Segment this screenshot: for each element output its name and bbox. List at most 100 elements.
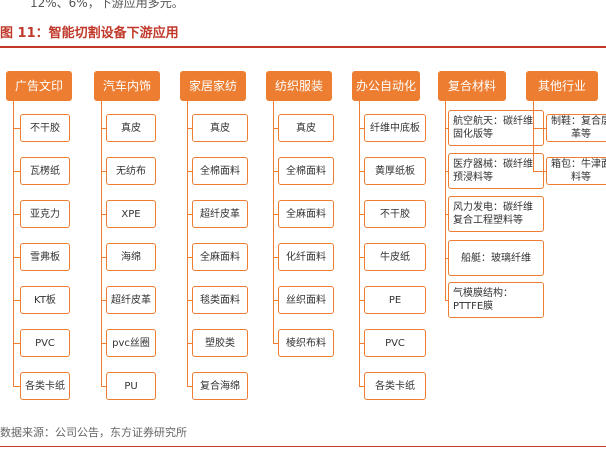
category-header: 其他行业 [526, 71, 598, 101]
material-item: pvc丝圈 [106, 329, 156, 357]
material-item: 化纤面料 [278, 243, 334, 271]
category-header: 汽车内饰 [94, 71, 160, 101]
connector-branch [359, 343, 364, 344]
connector-branch [187, 171, 192, 172]
figure-title: 图 11：智能切割设备下游应用 [0, 26, 179, 41]
connector-branch [13, 214, 20, 215]
material-item: XPE [106, 200, 156, 228]
connector-spine [359, 101, 360, 386]
connector-branch [273, 257, 278, 258]
category-header: 家居家纺 [180, 71, 246, 101]
material-item: 全麻面料 [192, 243, 248, 271]
connector-branch [13, 128, 20, 129]
material-item: 制鞋：复合层革等 [546, 114, 606, 142]
connector-branch [359, 386, 364, 387]
connector-branch [359, 300, 364, 301]
connector-branch [187, 128, 192, 129]
connector-branch [445, 258, 448, 259]
material-item: 超纤皮革 [192, 200, 248, 228]
source-note: 数据来源：公司公告，东方证券研究所 [0, 426, 187, 439]
connector-spine [187, 101, 188, 386]
connector-branch [273, 214, 278, 215]
connector-branch [101, 257, 106, 258]
title-rule [0, 46, 606, 48]
material-item: 风力发电：碳纤维复合工程塑料等 [448, 196, 544, 232]
connector-branch [359, 128, 364, 129]
material-item: PE [364, 286, 426, 314]
connector-branch [13, 171, 20, 172]
material-item: 医疗器械：碳纤维预浸料等 [448, 153, 544, 189]
connector-branch [445, 214, 448, 215]
connector-branch [187, 257, 192, 258]
material-item: 不干胶 [364, 200, 426, 228]
connector-branch [101, 128, 106, 129]
connector-branch [359, 257, 364, 258]
connector-branch [273, 171, 278, 172]
connector-branch [445, 128, 448, 129]
connector-branch [187, 300, 192, 301]
material-item: KT板 [20, 286, 70, 314]
material-item: 真皮 [106, 114, 156, 142]
connector-branch [445, 171, 448, 172]
connector-branch [187, 343, 192, 344]
material-item: 复合海绵 [192, 372, 248, 400]
connector-branch [359, 171, 364, 172]
material-item: 毯类面料 [192, 286, 248, 314]
connector-spine [101, 101, 102, 386]
material-item: 超纤皮革 [106, 286, 156, 314]
connector-branch [359, 214, 364, 215]
material-item: 箱包：牛津面料等 [546, 157, 606, 185]
connector-spine [445, 101, 446, 300]
material-item: 海绵 [106, 243, 156, 271]
material-item: 瓦楞纸 [20, 157, 70, 185]
material-item: PVC [364, 329, 426, 357]
material-item: 塑胶类 [192, 329, 248, 357]
material-item: 航空航天：碳纤维固化版等 [448, 110, 544, 146]
category-header: 广告文印 [6, 71, 72, 101]
material-item: 黄厚纸板 [364, 157, 426, 185]
material-item: 气模膜结构：PTTFE膜 [448, 282, 544, 318]
connector-spine [273, 101, 274, 343]
material-item: 无纺布 [106, 157, 156, 185]
material-item: 全麻面料 [278, 200, 334, 228]
connector-spine [533, 101, 534, 171]
connector-branch [273, 343, 278, 344]
material-item: 牛皮纸 [364, 243, 426, 271]
material-item: 棱织布料 [278, 329, 334, 357]
connector-branch [101, 343, 106, 344]
material-item: 丝织面料 [278, 286, 334, 314]
material-item: 不干胶 [20, 114, 70, 142]
material-item: 亚克力 [20, 200, 70, 228]
connector-branch [101, 171, 106, 172]
material-item: PU [106, 372, 156, 400]
connector-branch [445, 300, 448, 301]
material-item: 全棉面料 [278, 157, 334, 185]
material-item: 纤维中底板 [364, 114, 426, 142]
material-item: 真皮 [278, 114, 334, 142]
connector-branch [13, 386, 20, 387]
connector-branch [101, 214, 106, 215]
category-header: 纺织服装 [266, 71, 332, 101]
connector-branch [187, 214, 192, 215]
material-item: 全棉面料 [192, 157, 248, 185]
connector-branch [13, 257, 20, 258]
connector-branch [101, 386, 106, 387]
connector-branch [187, 386, 192, 387]
material-item: 各类卡纸 [364, 372, 426, 400]
connector-branch [533, 128, 546, 129]
category-header: 复合材料 [438, 71, 506, 101]
connector-branch [533, 171, 546, 172]
material-item: 真皮 [192, 114, 248, 142]
material-item: 雪弗板 [20, 243, 70, 271]
connector-spine [13, 101, 14, 386]
bottom-rule [0, 446, 606, 447]
connector-branch [273, 300, 278, 301]
material-item: 各类卡纸 [20, 372, 70, 400]
category-header: 办公自动化 [352, 71, 420, 101]
connector-branch [13, 300, 20, 301]
connector-branch [13, 343, 20, 344]
connector-branch [101, 300, 106, 301]
connector-branch [273, 128, 278, 129]
material-item: PVC [20, 329, 70, 357]
preceding-text-fragment: 12%、6%，下游应用多元。 [30, 0, 184, 10]
